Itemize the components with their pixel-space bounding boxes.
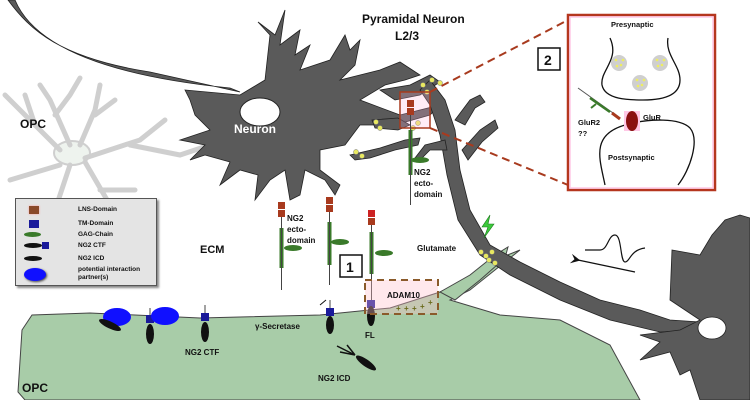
box-1	[339, 254, 363, 278]
ng2-proteoglycan-3-full-length	[367, 210, 393, 326]
ng2-ctf	[201, 305, 209, 342]
legend: LNS-Domain TM-Domain GAG-Chain NG2 CTF N…	[15, 198, 157, 286]
ectodomain-label-2-line2: ecto-	[414, 179, 433, 188]
action-potential-wave	[585, 234, 646, 263]
ng2-icd-released	[336, 344, 377, 371]
gamma-secretase-label: γ-Secretase	[255, 322, 300, 331]
legend-item-ng2-ctf: NG2 CTF	[16, 241, 156, 253]
box-2	[537, 47, 561, 71]
opc-bottom-label: OPC	[22, 381, 48, 395]
svg-text:+: +	[428, 298, 433, 307]
presynaptic-terminal	[601, 37, 681, 101]
box-1-label: 1	[346, 259, 354, 275]
postsynaptic-terminal	[599, 119, 695, 186]
adam10-region	[364, 279, 439, 315]
inset-connector-bottom	[429, 127, 569, 186]
ng2-proteoglycan-1	[278, 202, 302, 290]
signal-direction-arrow	[569, 253, 636, 273]
ng2-ctf-label: NG2 CTF	[185, 348, 219, 357]
postsynaptic-label: Postsynaptic	[608, 153, 655, 162]
ng2-ctf-with-partner	[146, 307, 179, 344]
glur-label: GluR	[643, 113, 661, 122]
interaction-partner-icon	[24, 268, 46, 281]
svg-text:+: +	[420, 302, 425, 311]
legend-item-interaction-partner: potential interaction partner(s)	[16, 265, 156, 283]
fl-label: FL	[365, 331, 375, 340]
ng2-ctf-icon	[24, 243, 42, 248]
ng2-proteoglycan-2	[326, 197, 349, 285]
svg-text:+: +	[396, 304, 401, 313]
glutamate-label: Glutamate	[417, 244, 457, 253]
ng2-ctf-gamma-secretase	[326, 300, 334, 334]
ng2-synaptic	[407, 100, 429, 205]
ng2-ctf-tm-icon	[42, 242, 49, 249]
ectodomain-label-2-line1: NG2	[414, 168, 431, 177]
legend-item-gag-chain: GAG-Chain	[16, 230, 156, 242]
neuron-bottom-right	[639, 214, 750, 400]
ng2-icd-label: NG2 ICD	[318, 374, 351, 383]
neuron-label: Neuron	[234, 122, 276, 136]
svg-text:+: +	[404, 304, 409, 313]
opc-top-label: OPC	[20, 117, 46, 131]
lns-domain-icon	[29, 206, 39, 214]
tm-domain-icon	[29, 220, 39, 228]
interaction-partner-1	[99, 308, 131, 331]
ectodomain-label-2-line3: domain	[414, 190, 443, 199]
adam10-label: ADAM10	[387, 291, 420, 300]
activity-bolt-icon	[481, 214, 495, 239]
legend-item-ng2-icd: NG2 ICD	[16, 254, 156, 266]
subtitle-label: L2/3	[395, 29, 419, 43]
ecm-label: ECM	[200, 244, 224, 256]
gag-chain-icon	[24, 232, 41, 237]
zoom-region-box	[399, 91, 431, 129]
ng2-icd-icon	[24, 256, 42, 261]
axon-top	[7, 0, 241, 93]
glur2-question-label: ??	[578, 129, 588, 138]
glutamate-vesicles	[353, 77, 498, 266]
ectodomain-label-1-line2: ecto-	[287, 225, 306, 234]
membrane-charges: +++++	[396, 298, 433, 313]
glur-receptor	[626, 111, 638, 131]
legend-item-tm-domain: TM-Domain	[16, 219, 156, 231]
legend-item-lns-domain: LNS-Domain	[16, 205, 156, 217]
glur2-label: GluR2	[578, 118, 600, 127]
presynaptic-label: Presynaptic	[611, 20, 654, 29]
box-2-label: 2	[544, 52, 552, 68]
title-label: Pyramidal Neuron	[362, 12, 465, 26]
ectodomain-label-1-line1: NG2	[287, 214, 304, 223]
gamma-secretase-pointer	[319, 299, 327, 306]
svg-text:+: +	[412, 304, 417, 313]
synapse-inset	[566, 13, 717, 192]
ectodomain-label-1-line3: domain	[287, 236, 316, 245]
